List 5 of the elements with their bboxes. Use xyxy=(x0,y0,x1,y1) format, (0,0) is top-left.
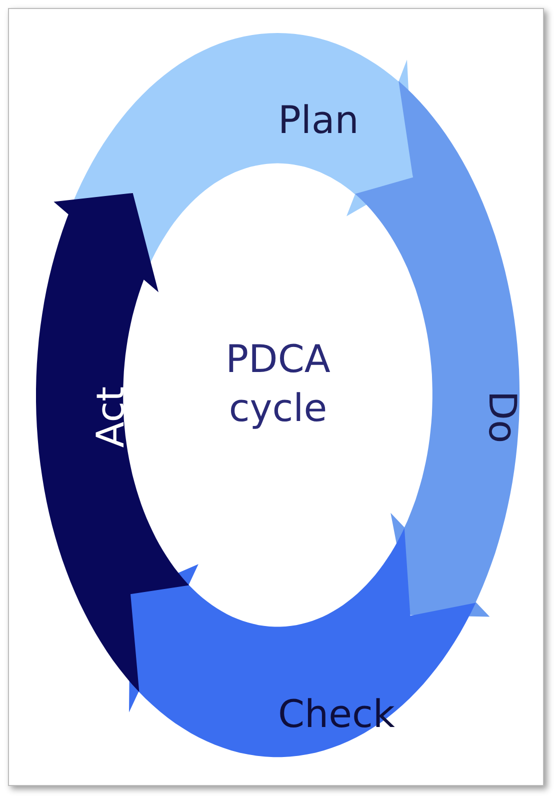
step-label: Check xyxy=(278,692,395,736)
step-label: Plan xyxy=(278,98,359,142)
step-label: Act xyxy=(88,386,132,448)
step-label: Do xyxy=(480,390,525,444)
center-label: PDCA cycle xyxy=(224,336,332,432)
